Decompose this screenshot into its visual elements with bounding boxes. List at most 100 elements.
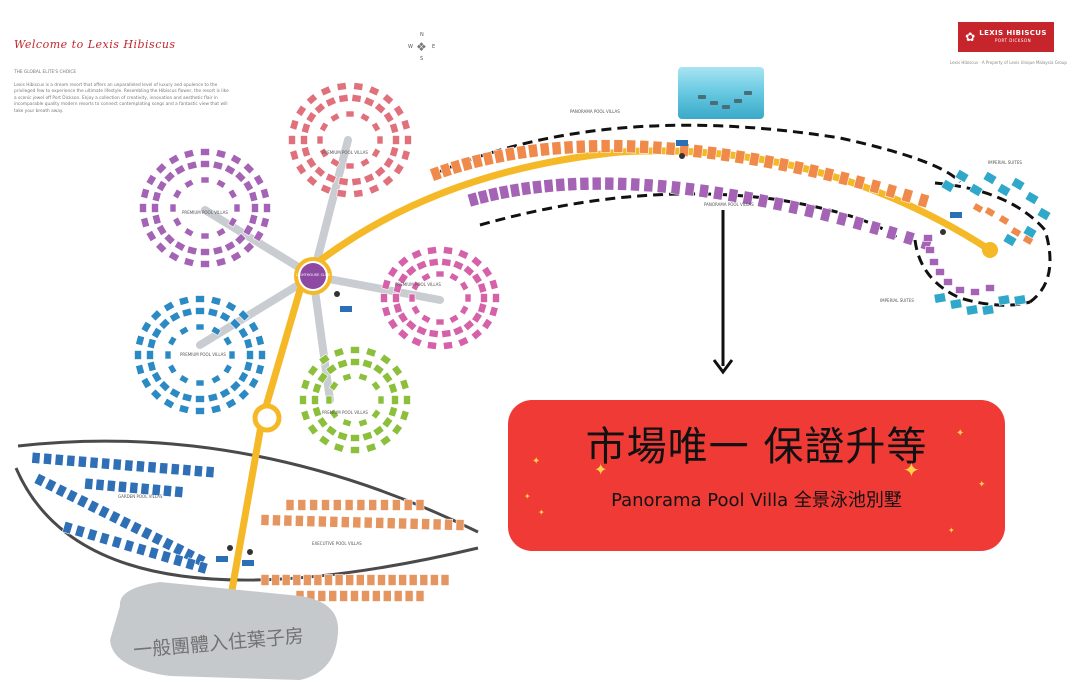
villa-unit bbox=[207, 392, 219, 403]
villa-unit bbox=[351, 93, 362, 103]
upgrade-banner[interactable]: 市場唯一 保證升等 Panorama Pool Villa 全景泳池別墅 ✦ ✦… bbox=[508, 400, 1005, 551]
villa-unit bbox=[251, 203, 259, 213]
villa-unit bbox=[734, 149, 746, 165]
villa-unit bbox=[393, 163, 405, 176]
villa-unit bbox=[355, 574, 365, 586]
villa-unit bbox=[432, 518, 442, 531]
villa-unit bbox=[160, 550, 172, 564]
villa-unit bbox=[307, 364, 319, 377]
villa-unit bbox=[318, 353, 331, 366]
villa-unit bbox=[135, 542, 148, 557]
villa-unit bbox=[167, 153, 181, 166]
villa-unit bbox=[400, 149, 411, 161]
villa-unit bbox=[108, 510, 122, 525]
villa-unit bbox=[228, 350, 236, 360]
villa-unit bbox=[77, 455, 88, 468]
villa-unit bbox=[409, 517, 419, 530]
villa-unit bbox=[643, 178, 654, 193]
villa-unit bbox=[368, 85, 381, 97]
villa-unit bbox=[748, 151, 761, 167]
label-imperial-top: IMPERIAL SUITES bbox=[988, 160, 1022, 165]
villa-unit bbox=[480, 293, 488, 303]
villa-unit bbox=[426, 341, 438, 350]
villa-unit bbox=[464, 293, 472, 303]
internal-roads bbox=[196, 136, 444, 404]
villa-unit bbox=[563, 140, 574, 155]
villa-unit bbox=[539, 142, 551, 157]
villa-unit bbox=[359, 112, 371, 123]
villa-unit bbox=[271, 574, 280, 586]
villa-unit bbox=[182, 463, 192, 477]
villa-unit bbox=[452, 259, 465, 271]
lighthouse-hub[interactable] bbox=[300, 263, 326, 289]
villa-unit bbox=[706, 145, 718, 161]
villa-unit bbox=[210, 325, 222, 336]
label-premium-blue: PREMIUM POOL VILLAS bbox=[180, 352, 226, 357]
villa-unit bbox=[370, 380, 382, 392]
villa-unit bbox=[350, 590, 359, 602]
villa-unit bbox=[1036, 206, 1052, 222]
villa-unit bbox=[140, 526, 154, 541]
villa-unit bbox=[851, 215, 865, 232]
villa-unit bbox=[341, 418, 353, 428]
villa-unit bbox=[305, 93, 319, 106]
villa-groups bbox=[31, 82, 1052, 602]
villa-unit bbox=[410, 304, 421, 316]
villa-unit bbox=[971, 202, 985, 214]
villa-unit bbox=[397, 328, 410, 341]
villa-unit bbox=[172, 542, 186, 557]
villa-unit bbox=[145, 229, 157, 243]
villa-unit bbox=[652, 140, 663, 155]
villa-unit bbox=[493, 148, 506, 164]
villa-unit bbox=[305, 174, 319, 187]
villa-unit bbox=[482, 150, 495, 167]
villa-unit bbox=[134, 350, 142, 360]
villa-unit bbox=[210, 374, 222, 385]
villa-unit bbox=[345, 110, 355, 118]
villa-unit bbox=[318, 147, 330, 159]
villa-unit bbox=[334, 574, 344, 586]
brand-logo[interactable]: ✿ LEXIS HIBISCUS PORT DICKSON bbox=[958, 22, 1054, 52]
villa-unit bbox=[429, 165, 443, 182]
villa-unit bbox=[151, 483, 162, 497]
villa-unit bbox=[1021, 234, 1035, 246]
villa-unit bbox=[340, 516, 350, 529]
villa-unit bbox=[363, 172, 376, 184]
villa-unit bbox=[254, 334, 265, 347]
villa-unit bbox=[193, 464, 204, 478]
villa-unit bbox=[448, 272, 460, 283]
villa-unit bbox=[147, 546, 160, 560]
villa-unit bbox=[379, 434, 392, 447]
villa-unit bbox=[328, 590, 338, 602]
sparkle-icon: ✦ bbox=[948, 526, 955, 535]
villa-unit bbox=[670, 180, 682, 195]
villa-unit bbox=[259, 216, 270, 229]
villa-unit bbox=[420, 272, 432, 283]
villa-unit bbox=[983, 206, 997, 218]
villa-unit bbox=[295, 163, 307, 176]
villa-unit bbox=[140, 216, 151, 229]
villa-unit bbox=[54, 453, 64, 467]
villa-unit bbox=[382, 590, 392, 602]
villa-unit bbox=[982, 170, 998, 186]
villa-unit bbox=[328, 408, 340, 420]
villa-unit bbox=[741, 190, 754, 206]
villa-unit bbox=[426, 246, 438, 255]
villa-unit bbox=[339, 590, 348, 602]
villa-unit bbox=[350, 446, 360, 454]
villa-unit bbox=[684, 181, 696, 197]
villa-unit bbox=[172, 188, 183, 200]
villa-unit bbox=[488, 305, 499, 318]
villa-unit bbox=[933, 292, 947, 304]
villa-unit bbox=[439, 162, 453, 179]
villa-unit bbox=[242, 241, 255, 254]
villa-unit bbox=[665, 141, 676, 156]
villa-unit bbox=[359, 157, 371, 168]
panorama-villa-photo[interactable] bbox=[678, 67, 764, 119]
villa-unit bbox=[100, 457, 111, 470]
villa-unit bbox=[344, 499, 354, 511]
villa-unit bbox=[727, 187, 739, 203]
villa-unit bbox=[300, 122, 311, 134]
villa-unit bbox=[158, 380, 171, 393]
